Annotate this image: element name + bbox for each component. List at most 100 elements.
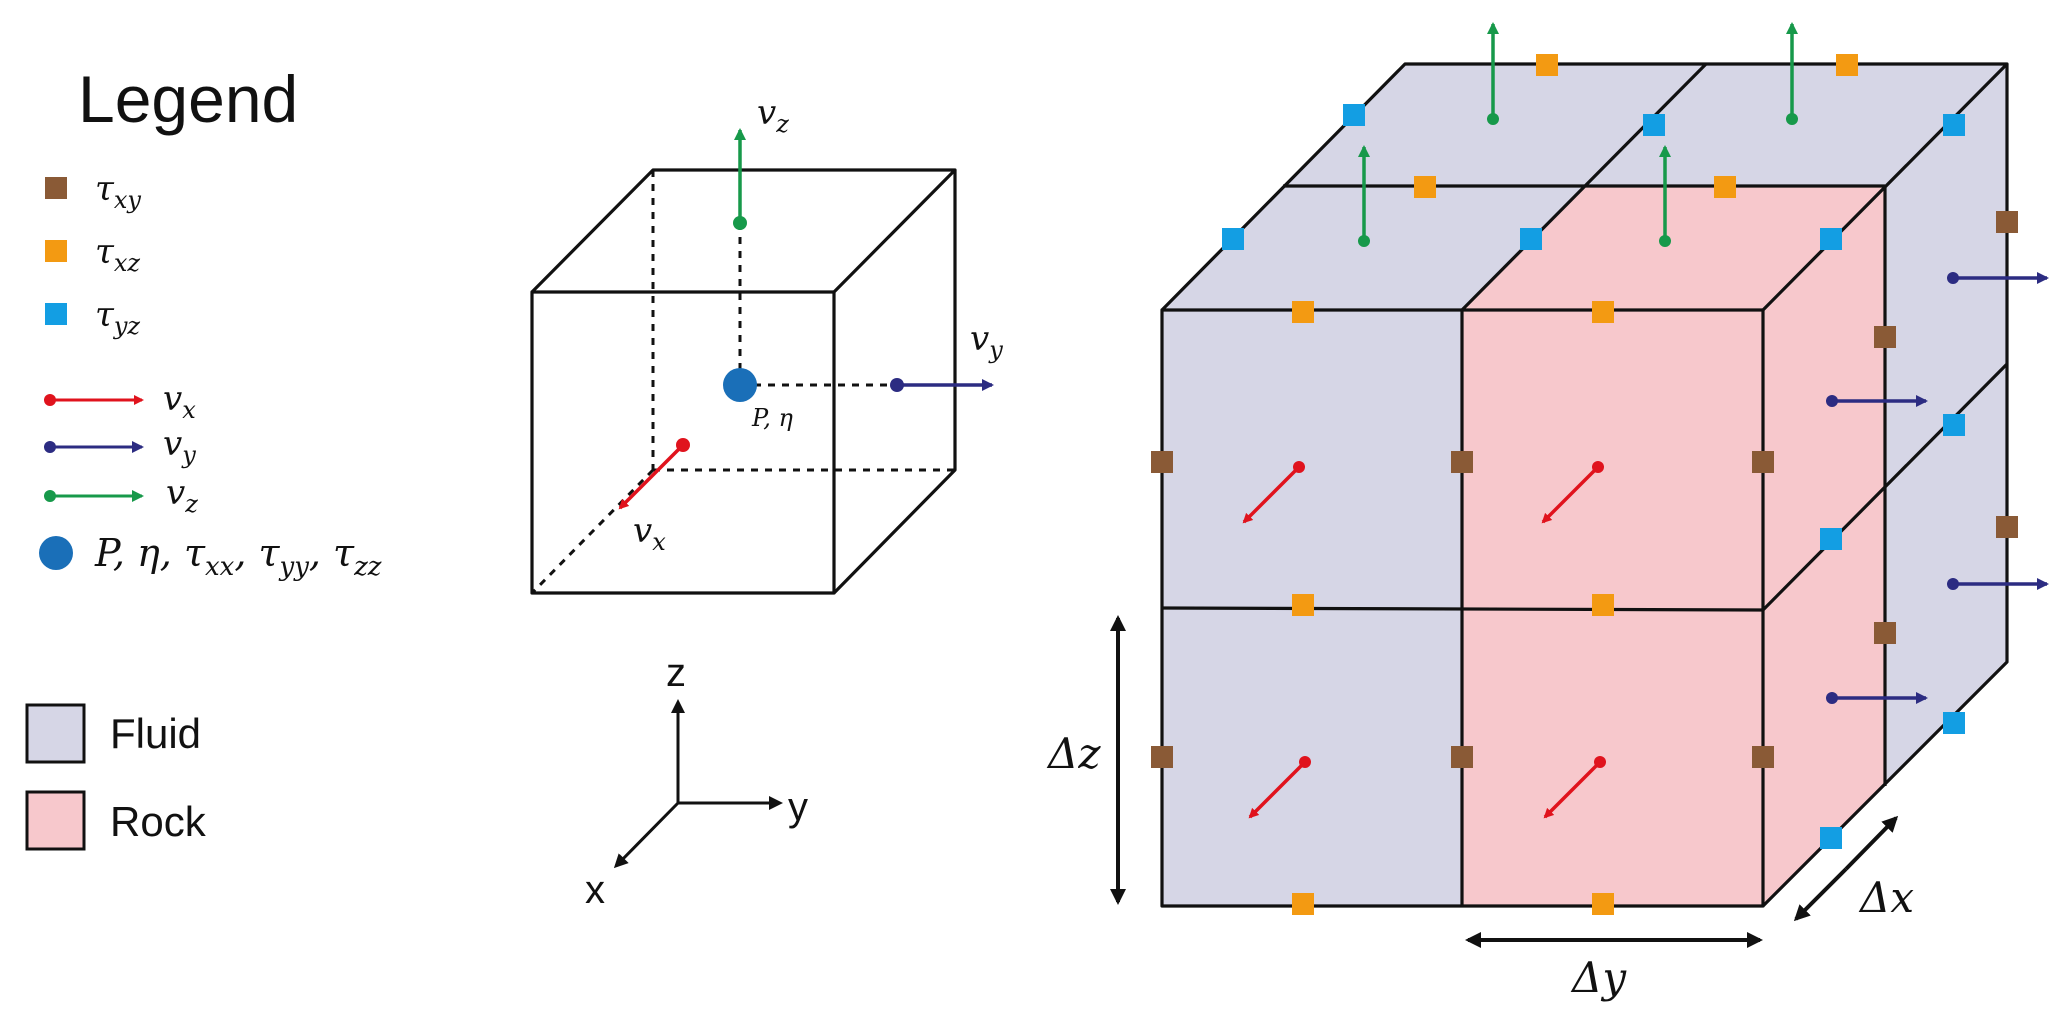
cell-vz-label: vz [757, 93, 789, 138]
grid-edge [1761, 64, 2009, 908]
txy-marker [1996, 516, 2018, 538]
y-axis-label: y [788, 785, 808, 829]
txy-markers [1151, 211, 2018, 768]
dx-label: Δx [1858, 873, 1914, 922]
dy-label: Δy [1570, 953, 1627, 1002]
tyz-marker [1820, 228, 1842, 250]
txz-marker [1292, 594, 1314, 616]
cube-right-face [832, 170, 957, 595]
txz-marker [1592, 893, 1614, 915]
cell-vx-label: vx [633, 511, 666, 556]
txz-markers [1292, 54, 1858, 915]
grid-vz-dot [1487, 113, 1499, 125]
axes-triad: z y x [585, 651, 808, 912]
grid-vz-dot [1358, 235, 1370, 247]
cell-vx-arrow [618, 443, 685, 510]
legend: Legend τxy τxz τyz vx vy vz P, η, τxx, τ… [25, 62, 382, 851]
x-axis [613, 801, 680, 869]
tyz-marker [1222, 228, 1244, 250]
grid-vx-arrow [1248, 760, 1307, 819]
hidden-edge [530, 468, 655, 595]
txy-marker [1752, 746, 1774, 768]
tyz-marker [1520, 228, 1542, 250]
legend-tyz-symbol [45, 303, 67, 325]
tyz-marker [1820, 827, 1842, 849]
txz-marker [1714, 176, 1736, 198]
txy-marker [1874, 622, 1896, 644]
grid-block: Δz Δy Δx [1046, 22, 2049, 1002]
cell-vz-dot [733, 216, 747, 230]
grid-vx-dot [1594, 756, 1606, 768]
txy-marker [1151, 451, 1173, 473]
txy-marker [1151, 746, 1173, 768]
txy-marker [1752, 451, 1774, 473]
grid-edge [1161, 606, 1764, 612]
z-axis-label: z [666, 651, 686, 695]
legend-tyz-label: τyz [95, 295, 140, 340]
top-face-front-right [1462, 186, 1885, 310]
front-face-bottom-right [1462, 608, 1763, 906]
grid-edge [1460, 62, 1708, 312]
dx-arrow-down [1793, 867, 1848, 922]
legend-vx-label: vx [163, 379, 196, 424]
legend-txz-label: τxz [95, 232, 140, 277]
txz-marker [1592, 301, 1614, 323]
legend-fluid-swatch [25, 703, 86, 764]
side-face-front-top [1763, 186, 1885, 610]
grid-edge [1761, 362, 2009, 612]
tyz-marker [1943, 414, 1965, 436]
top-face-front-left [1162, 186, 1584, 310]
legend-rock-label: Rock [110, 798, 207, 845]
txz-marker [1836, 54, 1858, 76]
tyz-marker [1943, 114, 1965, 136]
vx-arrows [1242, 461, 1606, 819]
tyz-marker [1343, 104, 1365, 126]
txy-marker [1451, 746, 1473, 768]
legend-vz-label: vz [166, 473, 198, 518]
txy-marker [1451, 451, 1473, 473]
legend-fluid-label: Fluid [110, 710, 201, 757]
txz-marker [1592, 594, 1614, 616]
cell-vx-dot [676, 438, 690, 452]
legend-rock-swatch [25, 790, 86, 851]
tyz-marker [1643, 114, 1665, 136]
cell-vy-label: vy [970, 319, 1003, 364]
grid-vx-dot [1293, 461, 1305, 473]
txz-marker [1414, 176, 1436, 198]
grid-vy-dot [1826, 395, 1838, 407]
x-axis-label: x [585, 868, 605, 912]
grid-vx-arrow [1541, 465, 1600, 524]
vz-arrows [1358, 22, 1798, 247]
grid-vx-arrow [1543, 760, 1602, 819]
txy-marker [1874, 326, 1896, 348]
grid-vx-dot [1299, 756, 1311, 768]
grid-vx-dot [1592, 461, 1604, 473]
vy-arrows [1826, 272, 2049, 704]
top-face-back-right [1584, 64, 2007, 186]
cube-top-face [530, 168, 957, 294]
dx-arrow-up [1844, 815, 1899, 871]
dz-label: Δz [1046, 729, 1101, 778]
grid-vy-dot [1947, 272, 1959, 284]
legend-vy-label: vy [163, 424, 196, 469]
tyz-marker [1943, 712, 1965, 734]
single-cell-diagram: vz vy vx P, η [530, 93, 1003, 595]
front-face-top-left [1162, 310, 1462, 608]
tyz-marker [1820, 528, 1842, 550]
grid-vz-dot [1659, 235, 1671, 247]
legend-txy-label: τxy [95, 169, 141, 214]
txz-marker [1536, 54, 1558, 76]
legend-title: Legend [78, 62, 298, 136]
side-face-front-bottom [1763, 488, 1885, 906]
cell-pressure-dot [723, 368, 757, 402]
front-face-top-right [1462, 310, 1763, 608]
grid-vy-dot [1826, 692, 1838, 704]
txy-marker [1996, 211, 2018, 233]
top-face-back-left [1283, 64, 1706, 186]
front-face-bottom-left [1162, 608, 1462, 906]
txz-marker [1292, 893, 1314, 915]
cell-vy-dot [890, 378, 904, 392]
cell-pressure-label: P, η [751, 404, 794, 432]
legend-txz-symbol [45, 240, 67, 262]
grid-vz-dot [1786, 113, 1798, 125]
